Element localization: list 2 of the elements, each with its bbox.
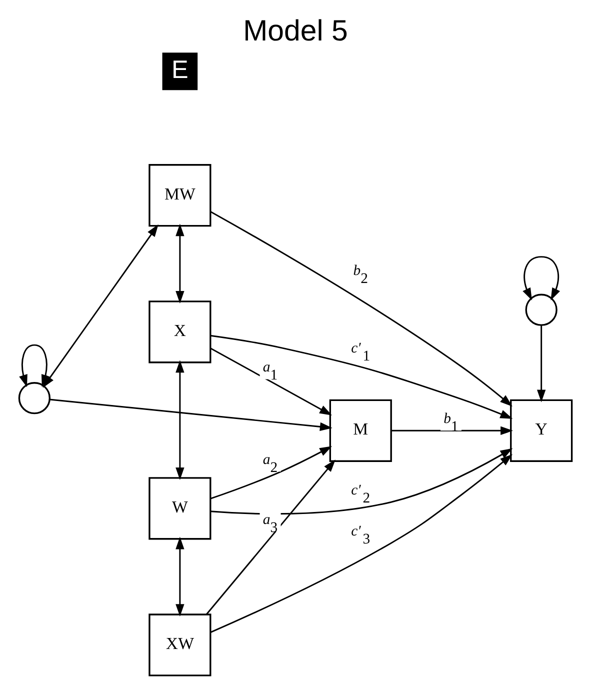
label: E bbox=[172, 56, 188, 84]
diagram-title: Model 5 bbox=[243, 14, 348, 48]
